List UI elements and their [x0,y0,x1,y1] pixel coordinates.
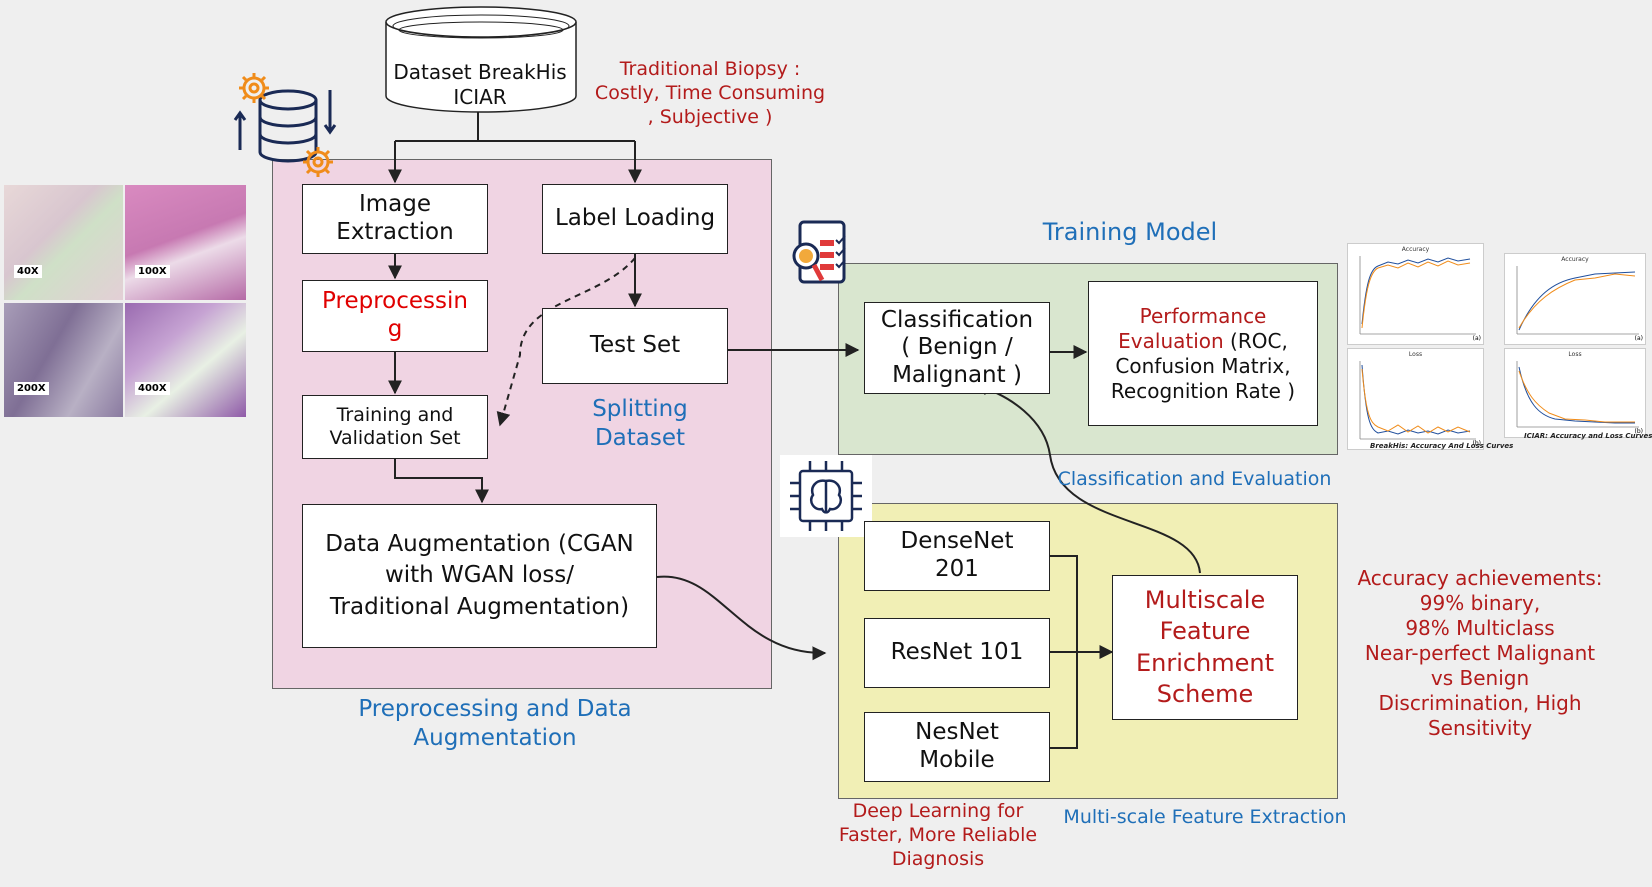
preprocessing-augmentation-label: Preprocessing and Data Augmentation [358,696,632,751]
arrow-label-to-training-dashed [496,257,636,427]
mag-label-100x: 100X [135,265,170,278]
mag-label-400x: 400X [135,382,170,395]
performance-evaluation-box: Performance Evaluation (ROC, Confusion M… [1088,281,1318,426]
data-augmentation-box: Data Augmentation (CGAN with WGAN loss/ … [302,504,657,648]
arrow-augmentation-to-resnet [656,575,827,661]
biopsy-note: Traditional Biopsy : Costly, Time Consum… [594,58,826,128]
histology-image-400x: 400X [125,303,246,417]
label-loading-box: Label Loading [542,184,728,254]
dataset-label: Dataset BreakHis ICIAR [393,60,567,109]
histology-image-200x: 200X [4,303,123,417]
iciar-caption: ICIAR: Accuracy and Loss Curves [1524,432,1652,440]
image-extraction-box: Image Extraction [302,184,488,254]
deep-learning-note: Deep Learning for Faster, More Reliable … [838,800,1038,870]
database-gear-icon [233,73,337,177]
dataset-cylinder [385,6,577,113]
accuracy-note: Accuracy achievements: 99% binary, 98% M… [1357,566,1603,740]
mag-label-40x: 40X [14,265,42,278]
document-search-icon [792,220,846,284]
brain-chip-icon [780,455,872,537]
training-validation-box: Training and Validation Set [302,395,488,459]
test-set-box: Test Set [542,308,728,384]
arrow-multiscale-to-classification [973,381,1201,574]
performance-title: Performance Evaluation [1118,303,1267,353]
classification-box: Classification ( Benign / Malignant ) [864,302,1050,394]
histology-image-100x: 100X [125,185,246,300]
breakhis-loss-plot: Loss (b) [1347,348,1484,450]
arrow-training-to-augmentation [394,459,489,504]
mag-label-200x: 200X [14,382,49,395]
join-lines [1050,555,1112,749]
multiscale-extraction-label: Multi-scale Feature Extraction [1063,806,1347,828]
classification-evaluation-label: Classification and Evaluation [1057,468,1332,490]
breakhis-caption: BreakHis: Accuracy And Loss Curves [1370,442,1514,450]
histology-image-40x: 40X [4,185,123,300]
iciar-accuracy-plot: Accuracy (a) [1504,253,1646,345]
nesnet-box: NesNet Mobile [864,712,1050,782]
iciar-loss-plot: Loss (b) [1504,348,1646,438]
breakhis-accuracy-plot: Accuracy (a) [1347,243,1484,345]
resnet-box: ResNet 101 [864,618,1050,688]
dataset-to-split-line [395,112,635,142]
splitting-dataset-label: Splitting Dataset [592,396,688,451]
densenet-box: DenseNet 201 [864,521,1050,591]
training-model-label: Training Model [1042,218,1218,246]
performance-detail: (ROC, Confusion Matrix, Recognition Rate… [1110,328,1296,403]
multiscale-box: Multiscale Feature Enrichment Scheme [1112,575,1298,720]
preprocessing-box: Preprocessin g [302,280,488,352]
